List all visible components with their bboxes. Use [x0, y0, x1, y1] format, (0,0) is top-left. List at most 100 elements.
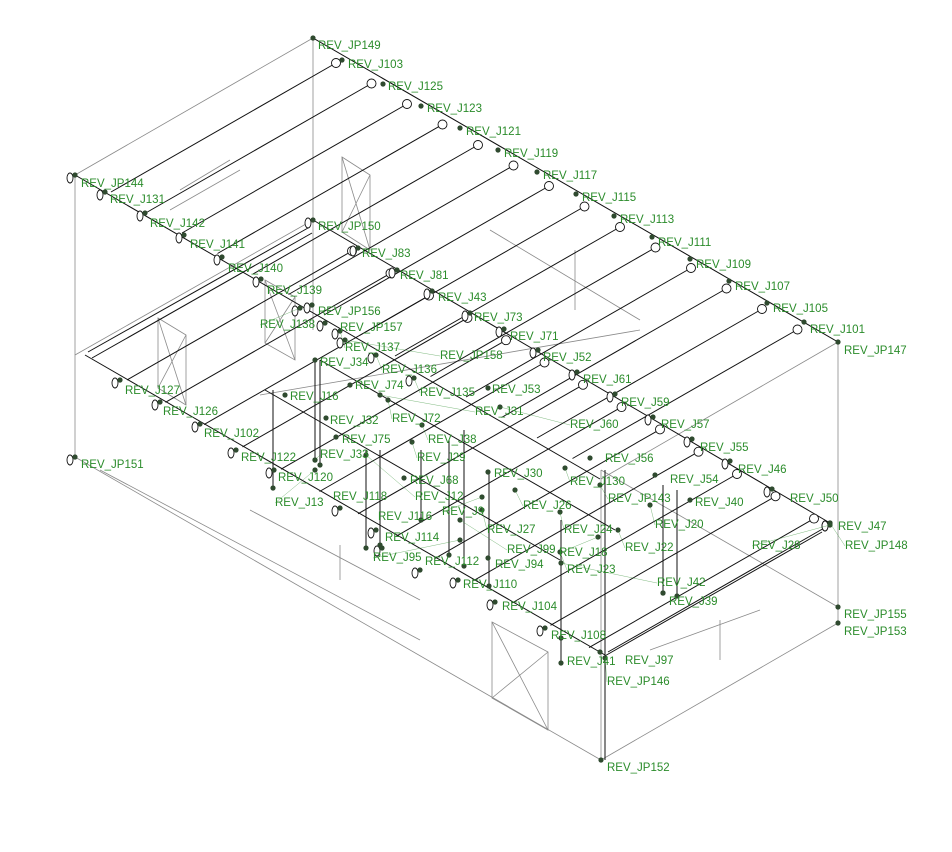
node-point[interactable]	[485, 555, 491, 561]
node-label[interactable]: REV_J125	[388, 81, 443, 93]
node-label[interactable]: REV_J112	[425, 556, 479, 568]
node-label[interactable]: REV_J107	[735, 281, 790, 293]
node-point[interactable]	[72, 172, 78, 178]
node-label[interactable]: REV_J32	[330, 415, 379, 427]
node-point[interactable]	[573, 191, 579, 197]
node-label[interactable]: REV_J142	[150, 218, 205, 230]
node-point[interactable]	[534, 169, 540, 175]
node-label[interactable]: REV_J123	[427, 103, 482, 115]
node-label[interactable]: REV_J61	[583, 374, 632, 386]
node-label[interactable]: REV_J52	[543, 352, 592, 364]
node-point[interactable]	[310, 217, 316, 223]
node-label[interactable]: REV_J29	[417, 452, 466, 464]
node-point[interactable]	[457, 125, 463, 131]
node-label[interactable]: REV_J117	[543, 170, 597, 182]
node-point[interactable]	[492, 599, 498, 605]
node-point[interactable]	[157, 399, 163, 405]
node-label[interactable]: REV_J74	[355, 380, 404, 392]
node-label[interactable]: REV_J122	[241, 452, 296, 464]
node-label[interactable]: REV_J111	[658, 237, 711, 249]
node-label[interactable]: REV_JP153	[844, 626, 907, 638]
node-point[interactable]	[417, 567, 423, 573]
node-label[interactable]: REV_JP147	[844, 345, 907, 357]
node-point[interactable]	[310, 35, 316, 41]
node-label[interactable]: REV_J121	[466, 126, 521, 138]
node-label[interactable]: REV_J114	[385, 532, 440, 544]
node-point[interactable]	[769, 486, 775, 492]
node-point[interactable]	[333, 434, 339, 440]
node-label[interactable]: REV_J16	[290, 391, 339, 403]
node-label[interactable]: REV_J46	[738, 464, 787, 476]
node-label[interactable]: REV_J72	[392, 413, 441, 425]
node-point[interactable]	[485, 385, 491, 391]
node-label[interactable]: REV_JP155	[844, 609, 907, 621]
node-label[interactable]: REV_J42	[657, 577, 706, 589]
node-point[interactable]	[394, 267, 400, 273]
node-point[interactable]	[574, 369, 580, 375]
node-point[interactable]	[687, 497, 693, 503]
node-label[interactable]: REV_J101	[810, 324, 865, 336]
node-label[interactable]: REV_J97	[625, 655, 674, 667]
node-point[interactable]	[535, 347, 541, 353]
node-label[interactable]: REV_JP157	[340, 322, 403, 334]
node-point[interactable]	[72, 454, 78, 460]
node-point[interactable]	[271, 467, 277, 473]
node-label[interactable]: REV_J83	[362, 248, 411, 260]
node-point[interactable]	[557, 509, 563, 515]
node-point[interactable]	[649, 234, 655, 240]
node-point[interactable]	[835, 339, 841, 345]
node-label[interactable]: REV_J27	[487, 524, 536, 536]
node-label[interactable]: REV_JP156	[318, 306, 381, 318]
node-label[interactable]: REV_J9	[442, 506, 484, 518]
node-label[interactable]: REV_J136	[382, 364, 437, 376]
node-point[interactable]	[764, 300, 770, 306]
node-label[interactable]: REV_J102	[204, 428, 259, 440]
node-label[interactable]: REV_J75	[342, 434, 391, 446]
node-label[interactable]: REV_J131	[110, 194, 165, 206]
node-label[interactable]: REV_J104	[502, 601, 558, 613]
node-label[interactable]: REV_J26	[523, 500, 572, 512]
node-point[interactable]	[347, 382, 353, 388]
node-label[interactable]: REV_JP148	[845, 540, 908, 552]
node-point[interactable]	[597, 649, 603, 655]
node-point[interactable]	[689, 436, 695, 442]
node-point[interactable]	[558, 660, 564, 666]
node-label[interactable]: REV_J41	[567, 656, 616, 668]
node-label[interactable]: REV_J28	[752, 540, 801, 552]
node-point[interactable]	[380, 81, 386, 87]
node-label[interactable]: REV_J22	[625, 542, 674, 554]
node-label[interactable]: REV_J99	[507, 544, 556, 556]
node-point[interactable]	[835, 620, 841, 626]
node-point[interactable]	[323, 415, 329, 421]
node-point[interactable]	[197, 421, 203, 427]
node-label[interactable]: REV_J31	[475, 406, 524, 418]
node-point[interactable]	[373, 527, 379, 533]
node-point[interactable]	[309, 302, 315, 308]
node-label[interactable]: REV_J56	[605, 453, 654, 465]
node-label[interactable]: REV_J138	[260, 319, 315, 331]
node-label[interactable]: REV_J68	[410, 475, 459, 487]
node-label[interactable]: REV_J43	[438, 292, 487, 304]
node-label[interactable]: REV_J38	[428, 434, 477, 446]
node-label[interactable]: REV_J110	[463, 579, 517, 591]
node-point[interactable]	[501, 326, 507, 332]
node-label[interactable]: REV_J55	[700, 442, 749, 454]
node-label[interactable]: REV_J57	[661, 419, 710, 431]
node-label[interactable]: REV_J113	[620, 214, 674, 226]
node-point[interactable]	[587, 455, 593, 461]
node-label[interactable]: REV_J13	[275, 497, 324, 509]
node-label[interactable]: REV_J59	[621, 397, 670, 409]
node-label[interactable]: REV_JP151	[81, 459, 144, 471]
node-label[interactable]: REV_J33	[320, 449, 369, 461]
node-label[interactable]: REV_J24	[564, 524, 613, 536]
node-label[interactable]: REV_J105	[773, 303, 828, 315]
node-label[interactable]: REV_J109	[696, 259, 751, 271]
node-label[interactable]: REV_J54	[670, 474, 719, 486]
node-point[interactable]	[339, 57, 345, 63]
node-label[interactable]: REV_J120	[278, 472, 333, 484]
node-label[interactable]: REV_J50	[790, 493, 839, 505]
node-point[interactable]	[337, 505, 343, 511]
node-label[interactable]: REV_JP152	[607, 762, 670, 774]
node-label[interactable]: REV_JP144	[81, 178, 144, 190]
node-point[interactable]	[418, 103, 424, 109]
